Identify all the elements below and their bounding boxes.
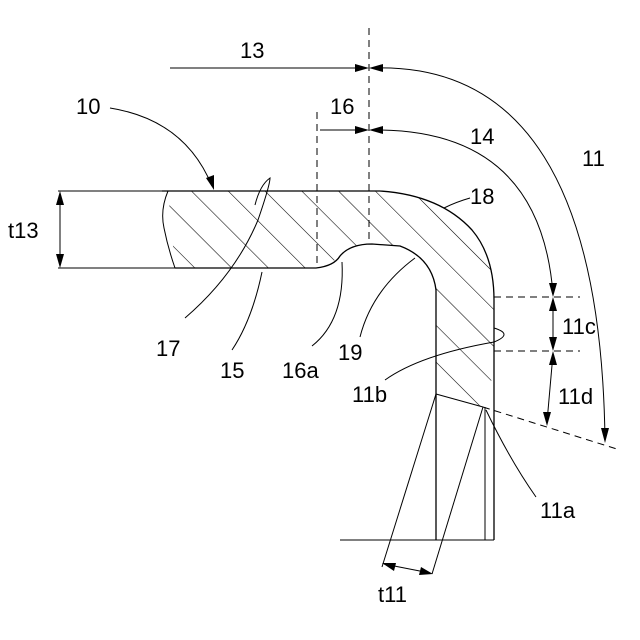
arc-11-arrow-end (601, 428, 609, 443)
dim-11d-arrow-top (549, 351, 557, 365)
leader-18 (444, 198, 470, 208)
t11-ext-right (432, 407, 483, 574)
dim-11c-arrow-bottom (549, 337, 557, 351)
leader-15 (232, 272, 262, 350)
label-16: 16 (330, 94, 354, 119)
bracket-cross-section (162, 191, 494, 574)
labels: 10 13 16 14 11 18 t13 17 15 16a 19 11c 1… (8, 38, 605, 607)
label-11d: 11d (558, 384, 593, 409)
arc-11-arrow-start (369, 64, 383, 72)
arc-14-arrow-start (369, 126, 383, 134)
label-t11: t11 (378, 582, 407, 607)
arc-14-arrow-end (549, 283, 557, 297)
label-11c: 11c (562, 314, 596, 339)
leader-10 (110, 108, 212, 186)
label-16a: 16a (282, 358, 319, 383)
t11-ext-left (382, 394, 436, 567)
t11-arrow-left (382, 563, 396, 571)
label-17: 17 (156, 336, 180, 361)
dim-13-arrow (355, 64, 369, 72)
dim-11c-arrow-top (549, 297, 557, 311)
t13-arrow-top (56, 191, 64, 205)
label-11: 11 (582, 146, 605, 171)
label-15: 15 (220, 358, 244, 383)
label-11a: 11a (540, 498, 576, 523)
label-t13: t13 (8, 218, 39, 243)
dim-11d-arrow-bottom (543, 412, 551, 426)
label-11b: 11b (352, 382, 387, 407)
dim-16-arrow (355, 126, 369, 134)
leader-10-arrow (206, 175, 214, 190)
inner-edge (175, 244, 436, 540)
t11-arrow-right (419, 567, 433, 575)
label-18: 18 (470, 184, 494, 209)
hatched-section (168, 191, 494, 407)
label-14: 14 (470, 124, 494, 149)
leader-19 (360, 258, 415, 337)
label-19: 19 (338, 340, 362, 365)
t13-arrow-bottom (56, 254, 64, 268)
leader-16a (312, 262, 342, 346)
label-10: 10 (76, 94, 100, 119)
label-13: 13 (240, 38, 264, 63)
